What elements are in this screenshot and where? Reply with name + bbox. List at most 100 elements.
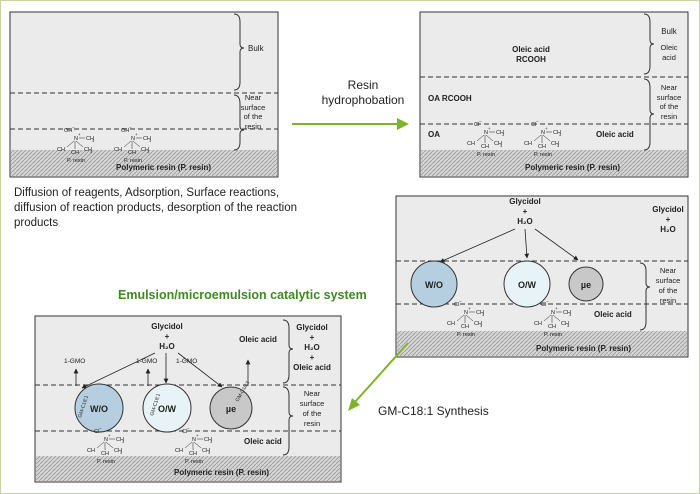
nitrogen-label: N	[131, 136, 135, 142]
methyl-label: CH	[467, 141, 475, 147]
near-label: surface	[657, 93, 682, 102]
catalytic-system-title: Emulsion/microemulsion catalytic system	[118, 288, 367, 302]
synthesis-arrow	[348, 342, 409, 411]
methyl-label: CH	[534, 321, 542, 327]
methyl-label: CH	[553, 130, 561, 136]
methyl-label: CH	[84, 147, 92, 153]
near-label: Near	[245, 93, 262, 102]
methyl-label: CH	[447, 321, 455, 327]
bulk-sub-label: Oleic	[660, 43, 677, 52]
p-resin-label: P. resin	[457, 332, 475, 338]
ow-droplet	[142, 383, 192, 433]
charge-label: +	[108, 433, 111, 438]
process-description: Diffusion of reagents, Adsorption, Surfa…	[14, 187, 297, 229]
plus-label: +	[165, 332, 170, 341]
glycidol-label: Glycidol	[509, 197, 541, 206]
methyl-label: CH	[87, 448, 95, 454]
charge-label: −	[187, 426, 190, 431]
methyl-label: CH	[116, 437, 124, 443]
methyl-label: CH	[563, 310, 571, 316]
methyl-label: CH	[461, 324, 469, 330]
rcooh-label: RCOOH	[516, 55, 546, 64]
charge-label: −	[459, 299, 462, 304]
right-reagent-label: +	[310, 353, 315, 362]
methyl-label: CH	[141, 147, 149, 153]
oleic-acid-label: Oleic acid	[244, 437, 282, 446]
charge-label: −	[479, 119, 482, 124]
microemulsion-droplet	[209, 386, 253, 430]
charge-label: −	[129, 125, 132, 130]
panel-catalytic-system: Glycidol + H₂O Oleic acid Glycidol + H₂O…	[34, 315, 342, 483]
methyl-label: CH	[202, 448, 210, 454]
p-resin-label: P. resin	[67, 158, 85, 164]
subscript-label: 3	[210, 439, 213, 444]
droplet-label: µe	[581, 280, 591, 290]
p-resin-label: P. resin	[97, 459, 115, 465]
p-resin-label: P. resin	[544, 332, 562, 338]
microemulsion-droplet	[568, 266, 604, 302]
methyl-label: CH	[494, 141, 502, 147]
oleic-acid-label: Oleic acid	[596, 130, 634, 139]
methyl-label: CH	[114, 147, 122, 153]
charge-label: −	[546, 299, 549, 304]
subscript-label: 3	[500, 143, 503, 148]
near-label: resin	[304, 419, 320, 428]
charge-label: +	[488, 126, 491, 131]
panel-hydrophobized-resin: Oleic acid RCOOH Bulk Oleic acid OA RCOO…	[419, 11, 689, 178]
subscript-label: 3	[147, 149, 150, 154]
nitrogen-label: N	[192, 437, 196, 443]
subscript-label: 3	[208, 450, 211, 455]
gmo-label: 1-GMO	[136, 358, 157, 365]
p-resin-label: P. resin	[185, 459, 203, 465]
near-label: surface	[300, 399, 325, 408]
chloride-label: Cl	[182, 429, 187, 435]
subscript-label: 3	[480, 323, 483, 328]
nitrogen-label: N	[484, 130, 488, 136]
charge-label: −	[99, 426, 102, 431]
oleic-acid-label: Oleic acid	[512, 45, 550, 54]
hydroxide-label: OH	[121, 128, 129, 134]
subscript-label: 3	[122, 439, 125, 444]
chloride-label: Cl	[454, 302, 459, 308]
hydrophobation-arrow	[292, 118, 409, 130]
charge-label: +	[555, 306, 558, 311]
near-label: surface	[656, 276, 681, 285]
methyl-label: CH	[189, 451, 197, 457]
p-resin-label: P. resin	[124, 158, 142, 164]
p-resin-label: P. resin	[534, 152, 552, 158]
subscript-label: 3	[90, 149, 93, 154]
subscript-label: 3	[149, 138, 152, 143]
nitrogen-label: N	[541, 130, 545, 136]
methyl-label: CH	[496, 130, 504, 136]
hydrophobation-line: hydrophobation	[321, 93, 405, 107]
methyl-label: CH	[481, 144, 489, 150]
water-label: H₂O	[517, 217, 533, 226]
methyl-label: CH	[128, 150, 136, 156]
synthesis-label: GM-C18:1 Synthesis	[378, 404, 489, 418]
nitrogen-label: N	[464, 310, 468, 316]
chloride-label: Cl	[541, 302, 546, 308]
near-label: Near	[660, 266, 677, 275]
droplet-label: W/O	[425, 280, 443, 290]
near-label: surface	[241, 103, 266, 112]
wo-droplet	[410, 260, 458, 308]
right-reagent-label: +	[310, 333, 315, 342]
right-reagent-label: Oleic acid	[293, 363, 331, 372]
near-label: resin	[660, 296, 676, 305]
methyl-label: CH	[561, 321, 569, 327]
oa-rcooh-label: OA RCOOH	[428, 94, 472, 103]
charge-label: +	[78, 132, 81, 137]
plus-label: +	[523, 207, 528, 216]
charge-label: +	[135, 132, 138, 137]
methyl-label: CH	[114, 448, 122, 454]
right-reagent-label: Glycidol	[652, 205, 684, 214]
right-reagent-label: H₂O	[660, 225, 676, 234]
subscript-label: 3	[92, 138, 95, 143]
near-label: resin	[245, 122, 261, 131]
near-label: of the	[244, 112, 263, 121]
